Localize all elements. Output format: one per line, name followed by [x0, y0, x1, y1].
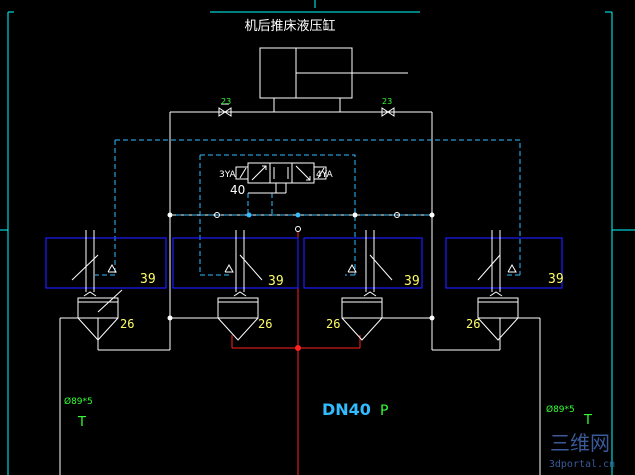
pressure-pipe-size: DN40 [322, 400, 371, 419]
valve-block-4-label: 39 [548, 272, 564, 287]
cartridge-valve-4 [477, 230, 519, 341]
valve-right-solenoid: 4YA [316, 170, 334, 180]
tank-right-size: Ø89*5 [546, 404, 575, 415]
valve-block-3-label: 39 [404, 274, 420, 289]
restrictor-right-label: 23 [382, 97, 392, 106]
valve-block-2-label: 39 [268, 274, 284, 289]
watermark-logo: 三维网 [550, 431, 610, 455]
pressure-pipe-port: P [380, 403, 388, 419]
valve-block-4 [445, 237, 563, 289]
tank-left-size: Ø89*5 [64, 396, 93, 407]
restrictor-left-label: 23 [221, 97, 231, 106]
restrictor-left [218, 103, 232, 117]
valve-block-1 [45, 237, 167, 289]
valve-number: 40 [230, 183, 245, 197]
cartridge-valve-3 [341, 230, 393, 341]
tank-right-port: T [583, 413, 592, 428]
watermark-url: 3dportal.cn [549, 459, 615, 470]
valve-block-1-label: 39 [140, 272, 156, 287]
valve-left-solenoid: 3YA [219, 170, 237, 180]
diagram-title: 机后推床液压缸 [244, 18, 335, 34]
valve-block-3 [303, 237, 423, 289]
work-lines [59, 111, 541, 475]
cartridge-valve-3-label: 26 [326, 317, 340, 331]
directional-valve [235, 162, 327, 194]
cartridge-valve-4-label: 26 [466, 317, 480, 331]
restrictor-right [381, 107, 395, 117]
cartridge-valve-1-label: 26 [120, 317, 134, 331]
cartridge-valve-2-label: 26 [258, 317, 272, 331]
cartridge-valve-1 [71, 230, 123, 341]
hydraulic-cylinder [259, 47, 408, 112]
junction-dots [167, 212, 435, 351]
tank-left-port: T [77, 415, 86, 430]
cartridge-valve-2 [217, 230, 263, 341]
pilot-lines [95, 139, 521, 276]
